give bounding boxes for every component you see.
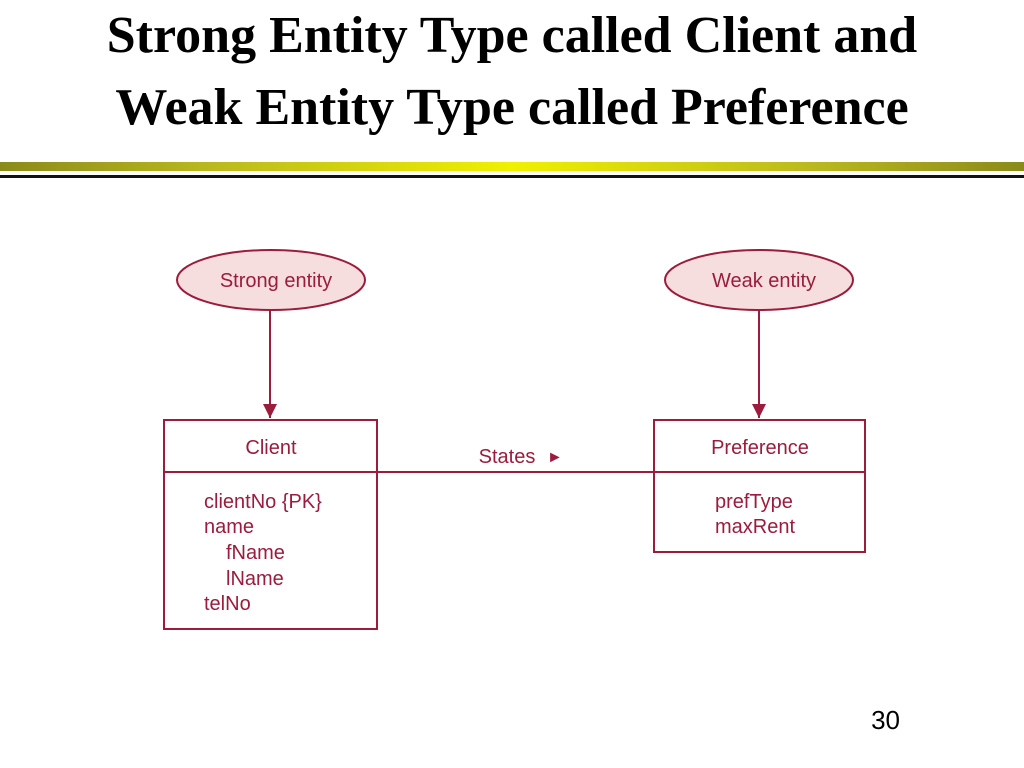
page-number: 30: [871, 705, 900, 735]
strong-entity-arrowhead: [263, 404, 277, 418]
slide-title: Strong Entity Type called Client and Wea…: [0, 0, 1024, 144]
client-entity-name: Client: [245, 437, 297, 459]
preference-entity-name: Preference: [711, 437, 809, 459]
title-divider-line: [0, 175, 1024, 178]
client-attr-name: name: [204, 516, 254, 538]
strong-entity-callout: Strong entity: [176, 249, 366, 418]
relationship-direction-icon: ►: [547, 449, 563, 466]
weak-entity-label: Weak entity: [712, 270, 816, 292]
client-attr-clientno: clientNo {PK}: [204, 491, 322, 513]
client-entity: Client clientNo {PK} name fName lName te…: [163, 419, 378, 630]
relationship-states: States ►: [377, 446, 654, 473]
client-attr-fname: fName: [226, 542, 285, 564]
title-divider-bar: [0, 162, 1024, 171]
weak-entity-callout: Weak entity: [664, 249, 854, 418]
weak-entity-arrowhead: [752, 404, 766, 418]
preference-attr-maxrent: maxRent: [715, 516, 795, 538]
client-box: [163, 419, 378, 630]
title-line-2: Weak Entity Type called Preference: [115, 79, 909, 136]
strong-entity-label: Strong entity: [220, 270, 332, 292]
client-attr-telno: telNo: [204, 593, 251, 615]
title-line-1: Strong Entity Type called Client and: [106, 7, 918, 64]
preference-entity: Preference prefType maxRent: [653, 419, 866, 553]
preference-attr-preftype: prefType: [715, 491, 793, 513]
client-attr-lname: lName: [226, 568, 284, 590]
preference-box: [653, 419, 866, 553]
relationship-label: States: [479, 446, 536, 468]
